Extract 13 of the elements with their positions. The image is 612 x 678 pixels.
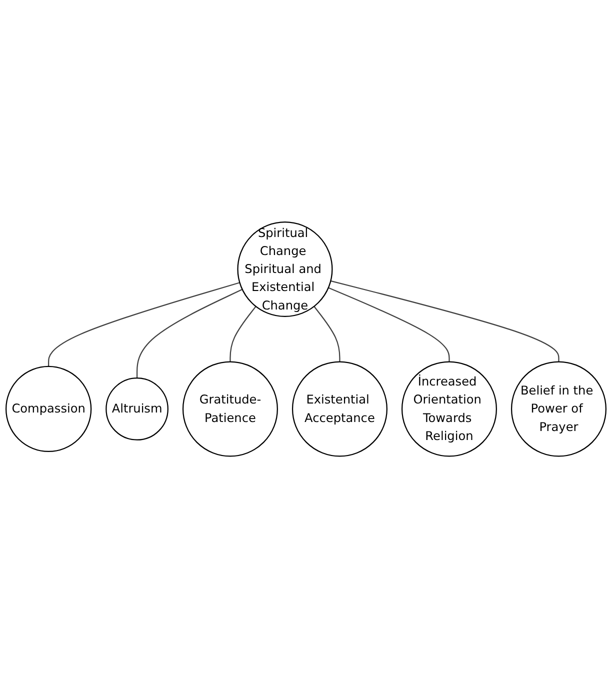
node-circle: Belief in the Power of Prayer (510, 361, 606, 457)
node-circle: Compassion (6, 366, 92, 452)
node-circle: Altruism (106, 377, 168, 440)
node-circle: Gratitude-Patience (182, 361, 278, 457)
node-circle: Spiritual Change Spiritual and Existential Change (237, 221, 333, 317)
connector (314, 306, 340, 362)
connector (328, 287, 450, 362)
connector (230, 306, 256, 362)
connector (136, 288, 243, 378)
node-circle: İncreased Orientation Towards Religion (401, 361, 497, 457)
connector (48, 282, 240, 366)
connector (330, 280, 560, 362)
node-circle: Existential Acceptance (292, 361, 388, 457)
